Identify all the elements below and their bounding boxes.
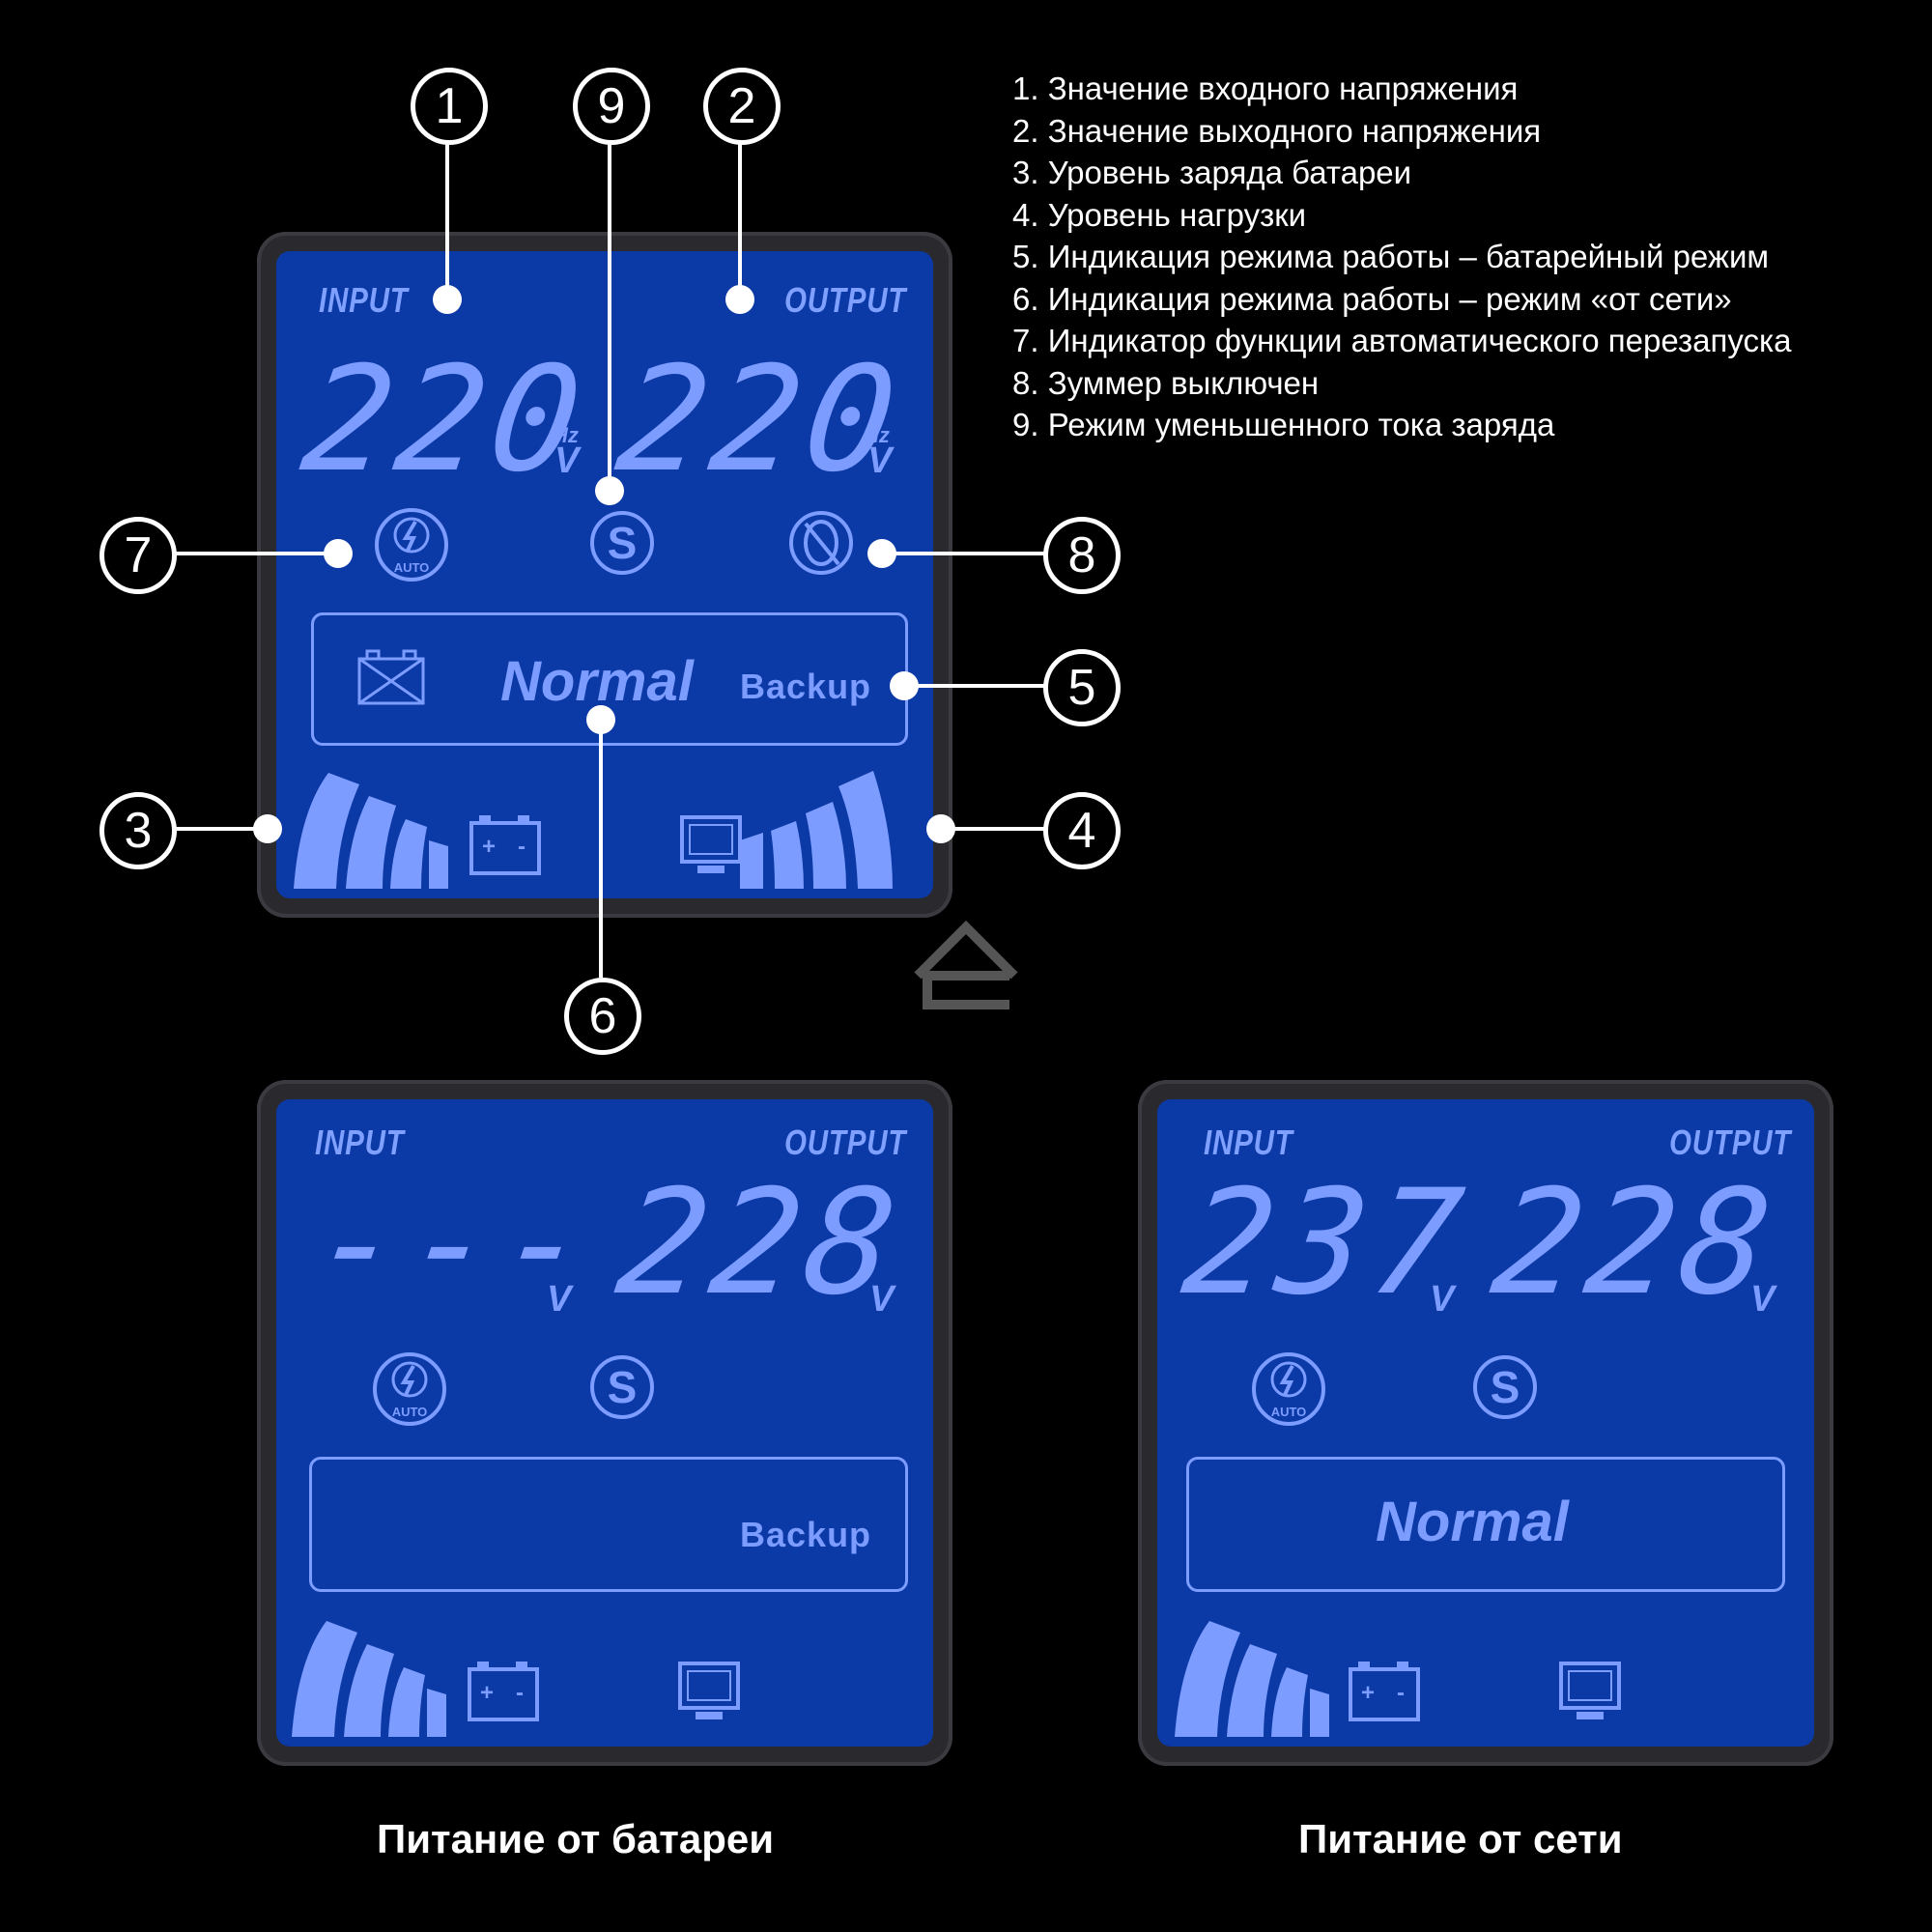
callout-7: 7 <box>99 517 177 594</box>
auto-restart-icon: AUTO <box>1252 1352 1325 1426</box>
svg-text:+: + <box>480 1680 494 1706</box>
load-level-bars <box>740 771 893 889</box>
output-voltage-value: 228 <box>608 1159 912 1327</box>
svg-text:+: + <box>482 834 496 860</box>
callout-2: 2 <box>703 68 781 145</box>
auto-restart-icon: AUTO <box>373 1352 446 1426</box>
battery-level-bars <box>294 773 448 889</box>
input-v-unit: V <box>1430 1279 1455 1320</box>
auto-icon-text: AUTO <box>392 1405 428 1419</box>
lcd-screen-mains: INPUT OUTPUT 237 V 228 V AUTO S Normal <box>1157 1099 1814 1747</box>
auto-restart-icon: AUTO <box>375 508 448 582</box>
input-label: INPUT <box>319 280 409 320</box>
callout-9: 9 <box>573 68 650 145</box>
output-v-unit: V <box>867 440 893 481</box>
battery-level-bars <box>1175 1621 1329 1737</box>
legend-item-5: 5. Индикация режима работы – батарейный … <box>1012 239 1770 274</box>
battery-fault-icon <box>357 649 425 705</box>
callout-3: 3 <box>99 792 177 869</box>
legend-item-1: 1. Значение входного напряжения <box>1012 71 1519 106</box>
output-v-unit: V <box>869 1279 895 1320</box>
reduced-charge-s-icon: S <box>590 1355 654 1419</box>
auto-icon-text: AUTO <box>1271 1405 1307 1419</box>
output-hz-unit: Hz <box>864 423 890 447</box>
callout-1: 1 <box>411 68 488 145</box>
output-label: OUTPUT <box>1669 1122 1792 1162</box>
output-label: OUTPUT <box>784 280 907 320</box>
normal-mode-label: Normal <box>500 650 694 713</box>
output-v-unit: V <box>1750 1279 1776 1320</box>
callout-5: 5 <box>1043 649 1121 726</box>
s-icon-text: S <box>608 1362 638 1412</box>
lcd-screen-main: INPUT OUTPUT 220 Hz V 220 Hz V AUTO S <box>276 251 933 898</box>
reduced-charge-s-icon: S <box>1473 1355 1537 1419</box>
svg-text:-: - <box>516 1680 524 1706</box>
callout-4: 4 <box>1043 792 1121 869</box>
input-v-unit: V <box>547 1279 572 1320</box>
output-voltage-value: 228 <box>1483 1159 1787 1327</box>
battery-icon: + - <box>1349 1662 1420 1721</box>
auto-icon-text: AUTO <box>394 560 430 575</box>
normal-mode-label: Normal <box>1376 1491 1569 1553</box>
svg-text:+: + <box>1361 1680 1375 1706</box>
logo-mark <box>914 920 1018 1009</box>
legend-item-6: 6. Индикация режима работы – режим «от с… <box>1012 280 1732 317</box>
legend-item-3: 3. Уровень заряда батареи <box>1012 155 1412 190</box>
load-monitor-icon <box>1559 1662 1621 1719</box>
legend-item-9: 9. Режим уменьшенного тока заряда <box>1012 407 1555 442</box>
legend-list: 1. Значение входного напряжения 2. Значе… <box>1012 68 1791 446</box>
input-v-unit: V <box>554 440 580 481</box>
load-monitor-icon <box>680 815 742 873</box>
buzzer-off-icon <box>789 511 853 575</box>
s-icon-text: S <box>608 518 638 568</box>
svg-text:-: - <box>518 834 526 860</box>
mode-box <box>1186 1457 1785 1592</box>
battery-level-bars <box>292 1621 446 1737</box>
input-hz-unit: Hz <box>553 423 579 447</box>
lcd-panel-main: INPUT OUTPUT 220 Hz V 220 Hz V AUTO S <box>257 232 952 918</box>
legend-item-4: 4. Уровень нагрузки <box>1012 196 1307 233</box>
load-monitor-icon <box>678 1662 740 1719</box>
mode-box <box>309 1457 908 1592</box>
lcd-screen-battery: INPUT OUTPUT --- V 228 V AUTO S Backup <box>276 1099 933 1747</box>
reduced-charge-s-icon: S <box>590 511 654 575</box>
lcd-panel-mains: INPUT OUTPUT 237 V 228 V AUTO S Normal <box>1138 1080 1833 1766</box>
battery-icon: + - <box>468 1662 539 1721</box>
battery-icon: + - <box>469 815 541 875</box>
svg-text:-: - <box>1397 1680 1405 1706</box>
legend-item-2: 2. Значение выходного напряжения <box>1012 112 1542 149</box>
output-label: OUTPUT <box>784 1122 907 1162</box>
legend-item-7: 7. Индикатор функции автоматического пер… <box>1012 323 1792 358</box>
lcd-panel-battery: INPUT OUTPUT --- V 228 V AUTO S Backup <box>257 1080 952 1766</box>
callout-6: 6 <box>564 978 641 1055</box>
backup-mode-label: Backup <box>740 667 872 706</box>
input-label: INPUT <box>1204 1122 1293 1162</box>
backup-mode-label: Backup <box>740 1515 872 1554</box>
callout-8: 8 <box>1043 517 1121 594</box>
s-icon-text: S <box>1491 1362 1520 1412</box>
battery-caption: Питание от батареи <box>377 1816 775 1861</box>
legend-item-8: 8. Зуммер выключен <box>1012 364 1320 401</box>
input-label: INPUT <box>315 1122 405 1162</box>
mains-caption: Питание от сети <box>1298 1816 1623 1861</box>
